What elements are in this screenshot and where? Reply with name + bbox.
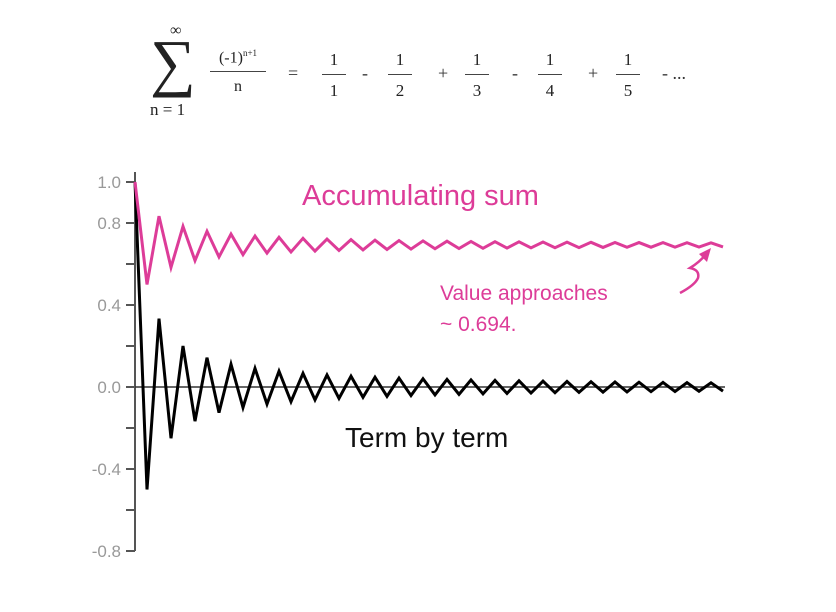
series-tail: - ... — [662, 63, 686, 83]
y-tick-label: 0.8 — [97, 214, 121, 233]
fraction-denominator: 5 — [623, 81, 633, 100]
fraction-denominator: 4 — [545, 81, 555, 100]
general-term-numerator: (-1) — [218, 49, 243, 67]
annotation-line2: ~ 0.694. — [440, 313, 517, 336]
arrowhead-icon — [699, 248, 711, 262]
annotation-line1: Value approaches — [440, 282, 608, 305]
operator-sign: - — [362, 63, 368, 83]
fraction-numerator: 1 — [388, 50, 412, 75]
sum-lower-limit: n = 1 — [150, 100, 186, 119]
general-term: (-1)n+1 n — [210, 48, 266, 96]
operator-sign: + — [438, 63, 449, 83]
y-tick-label: -0.4 — [92, 460, 121, 479]
accumulating-sum-line — [133, 181, 724, 285]
fraction-numerator: 1 — [616, 50, 640, 75]
general-term-exponent: n+1 — [242, 48, 258, 58]
annotation-arrow — [679, 251, 709, 295]
y-tick-label: 0.0 — [97, 378, 121, 397]
fraction-numerator: 1 — [538, 50, 562, 75]
y-tick-label: 1.0 — [97, 173, 121, 192]
term-by-term-line — [133, 181, 724, 490]
fraction-numerator: 1 — [465, 50, 489, 75]
accumulating-sum-label: Accumulating sum — [302, 180, 539, 212]
general-term-denominator: n — [234, 78, 242, 96]
fraction-denominator: 2 — [395, 81, 405, 100]
sigma-symbol: ∑ — [150, 27, 196, 98]
y-tick-label: 0.4 — [97, 296, 121, 315]
equals-sign: = — [288, 63, 299, 83]
fraction-denominator: 3 — [472, 81, 482, 100]
sum-upper-limit: ∞ — [170, 22, 182, 39]
operator-sign: - — [512, 63, 518, 83]
fraction-denominator: 1 — [329, 81, 339, 100]
operator-sign: + — [588, 63, 599, 83]
y-tick-label: -0.8 — [92, 542, 121, 561]
fraction-numerator: 1 — [322, 50, 346, 75]
term-by-term-label: Term by term — [345, 422, 509, 453]
